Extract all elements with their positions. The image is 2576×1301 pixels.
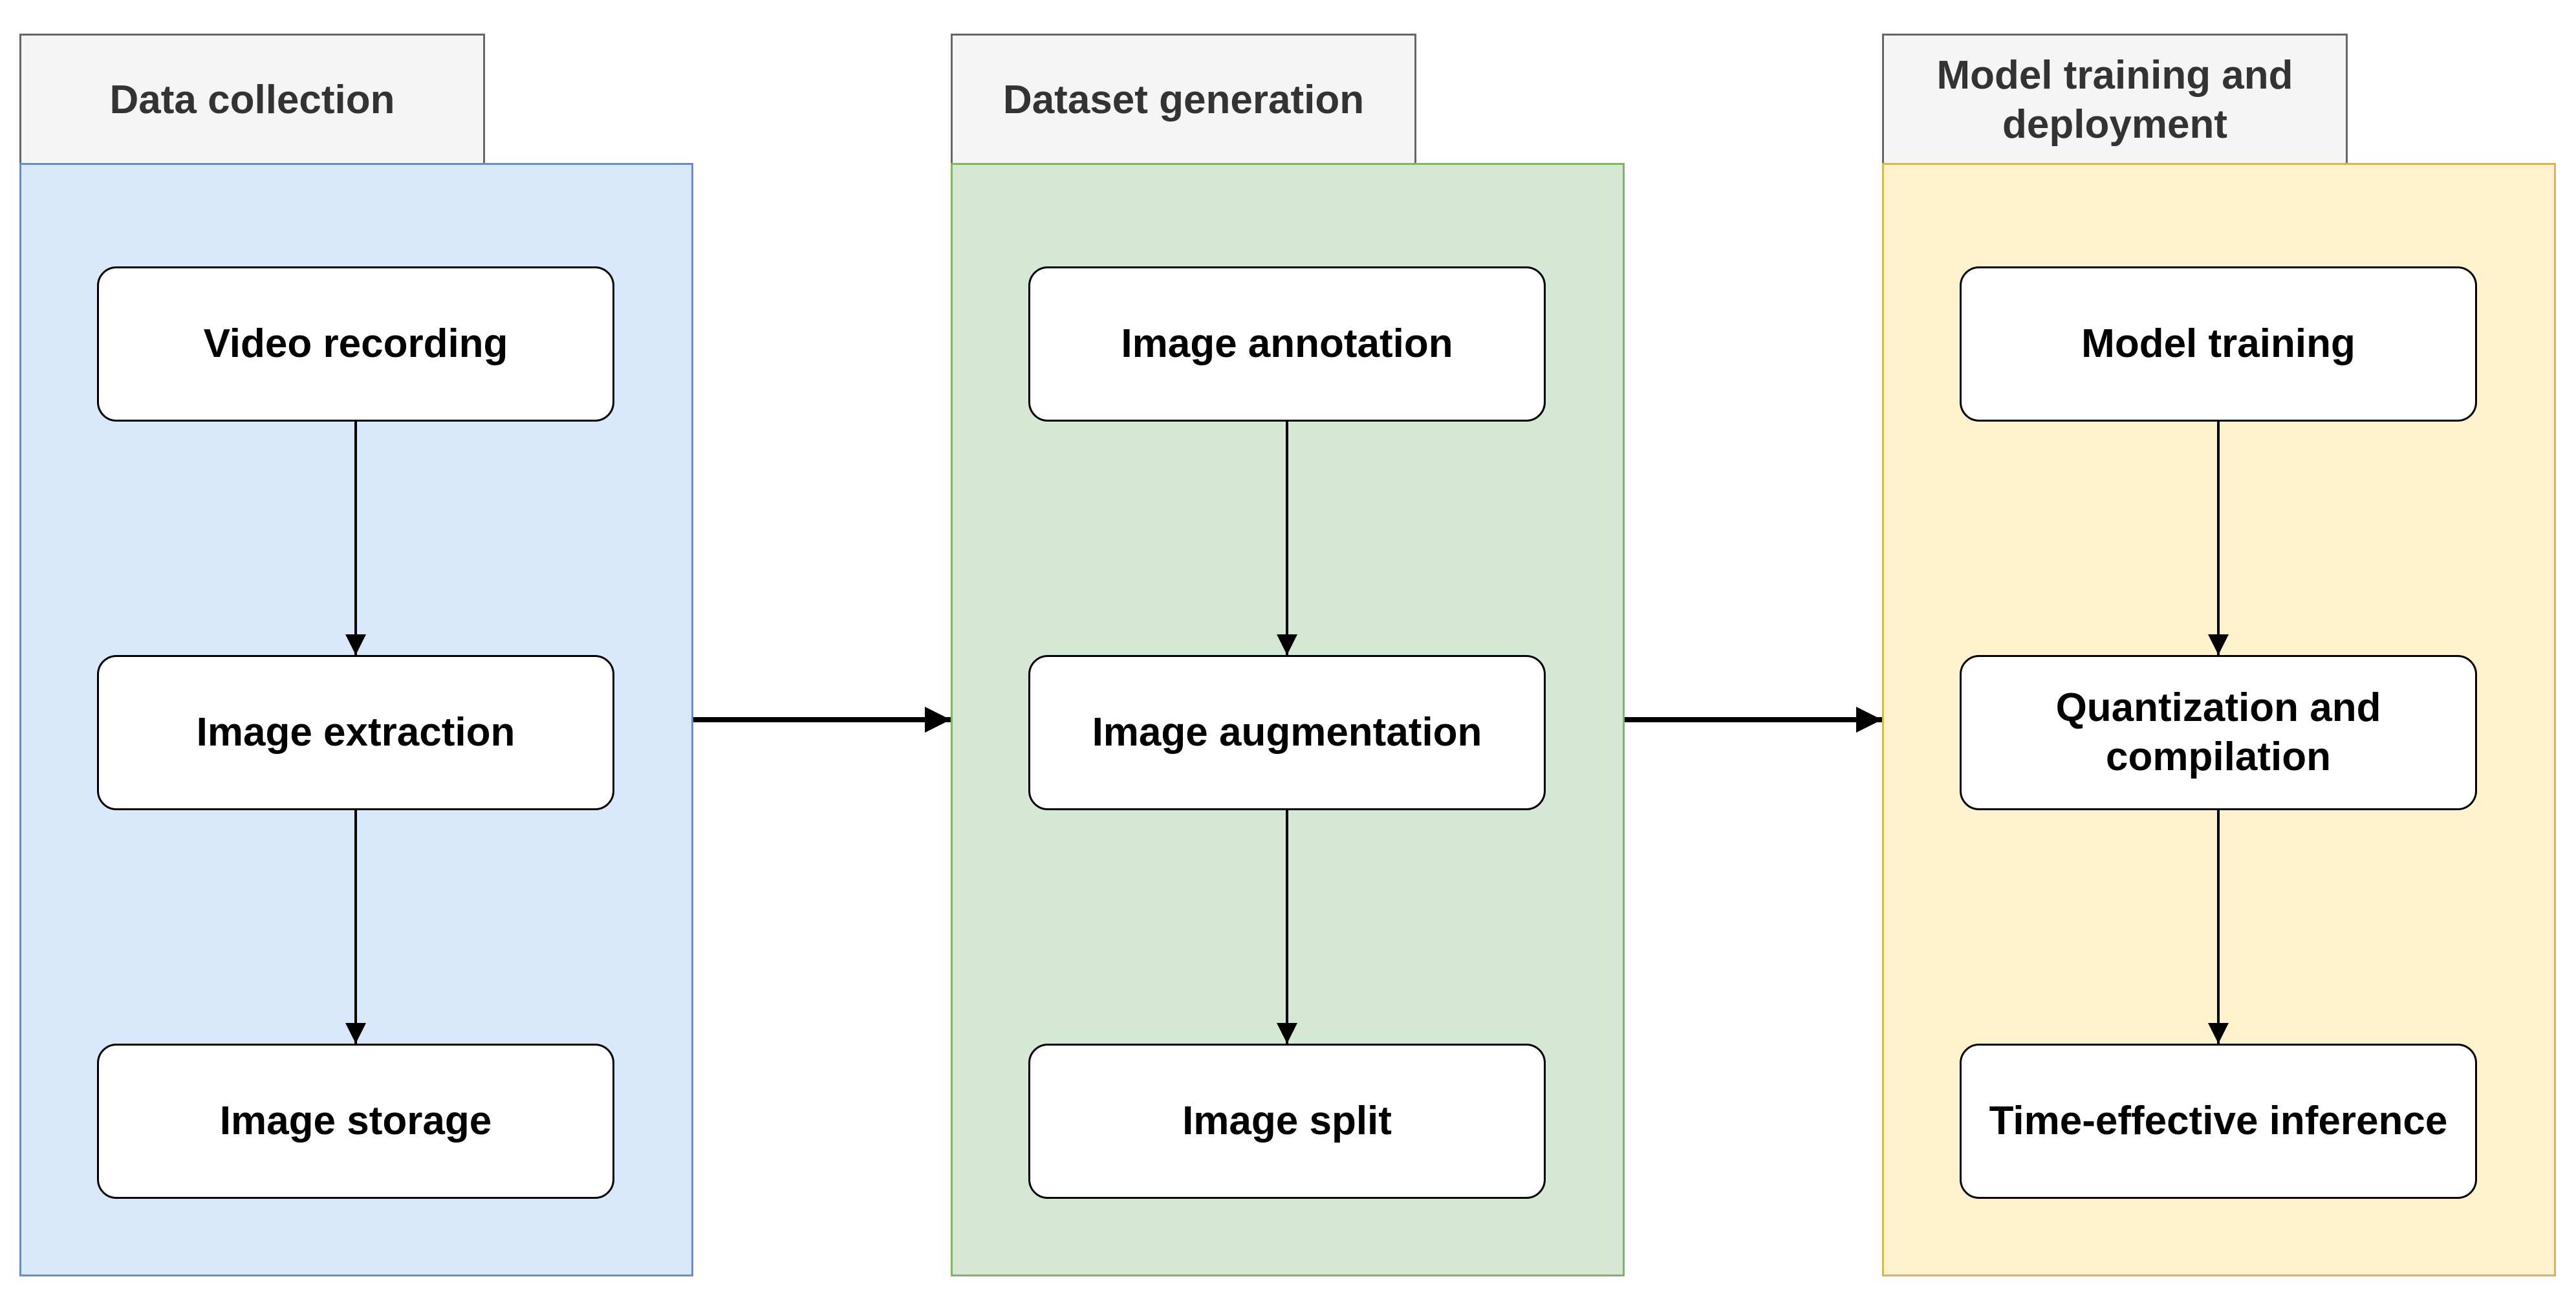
step-image-augmentation: Image augmentation (1028, 655, 1546, 810)
stage-title-model-training-and-deployment: Model training and deployment (1882, 34, 2348, 164)
step-image-storage: Image storage (97, 1044, 614, 1199)
step-quantization-and-compilation: Quantization and compilation (1960, 655, 2477, 810)
step-image-annotation: Image annotation (1028, 266, 1546, 422)
step-model-training: Model training (1960, 266, 2477, 422)
stage-title-dataset-generation: Dataset generation (951, 34, 1416, 164)
step-time-effective-inference: Time-effective inference (1960, 1044, 2477, 1199)
step-image-split: Image split (1028, 1044, 1546, 1199)
step-image-extraction: Image extraction (97, 655, 614, 810)
stage-title-data-collection: Data collection (19, 34, 485, 164)
step-video-recording: Video recording (97, 266, 614, 422)
